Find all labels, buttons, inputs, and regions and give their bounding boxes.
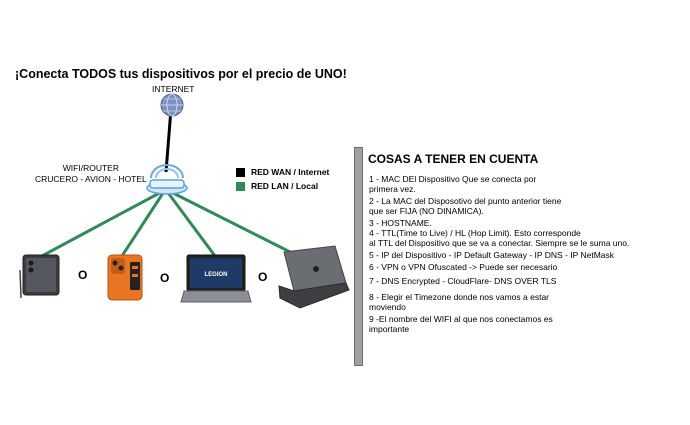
router-icon (146, 164, 188, 195)
note-item: 9 -El nombre del WIFI al que nos conecta… (369, 314, 553, 334)
legend-label-wan: RED WAN / Internet (251, 167, 330, 177)
or-label: O (78, 268, 88, 282)
laptop-icon (278, 245, 350, 309)
note-item: 5 - IP del Dispositivo - IP Default Gate… (369, 250, 615, 260)
lan-link-1 (41, 188, 166, 258)
note-item: 8 - Elegir el Timezone donde nos vamos a… (369, 292, 550, 312)
legend-item-wan: RED WAN / Internet (236, 167, 329, 177)
legend-swatch-wan (236, 167, 245, 177)
or-label: O (258, 270, 268, 284)
lan-link-4 (166, 188, 299, 258)
lan-links (41, 188, 299, 258)
panel-divider (354, 147, 363, 366)
legend-item-lan: RED LAN / Local (236, 181, 318, 191)
lan-link-3 (164, 189, 217, 257)
svg-text:LEGION: LEGION (204, 272, 227, 278)
internet-label: INTERNET (152, 84, 195, 94)
or-label: O (160, 271, 170, 285)
page-title: ¡Conecta TODOS tus dispositivos por el p… (15, 67, 347, 81)
note-item: 1 - MAC DEl Dispositivo Que se conecta p… (369, 174, 537, 194)
note-item: 7 - DNS Encrypted - CloudFlare- DNS OVER… (369, 276, 557, 286)
laptop-icon: LEGION (180, 254, 252, 303)
panel-title: COSAS A TENER EN CUENTA (368, 152, 539, 166)
wan-link (164, 108, 173, 173)
legend-label-lan: RED LAN / Local (251, 181, 319, 191)
router-label: WIFI/ROUTER CRUCERO - AVION - HOTEL (35, 163, 147, 184)
note-item: 6 - VPN o VPN Ofuscated -> Puede ser nec… (369, 262, 558, 272)
phone-icon (107, 254, 143, 301)
lan-link-2 (120, 189, 167, 257)
network-diagram: LEGION (19, 93, 350, 309)
globe-icon (160, 93, 184, 117)
note-item: 2 - La MAC del Disposotivo del punto ant… (369, 196, 562, 216)
legend-swatch-lan (236, 181, 245, 191)
phone-icon (19, 254, 60, 299)
note-item: 3 - HOSTNAME. (369, 218, 432, 228)
note-item: 4 - TTL(Time to Live) / HL (Hop Limit). … (369, 228, 630, 248)
